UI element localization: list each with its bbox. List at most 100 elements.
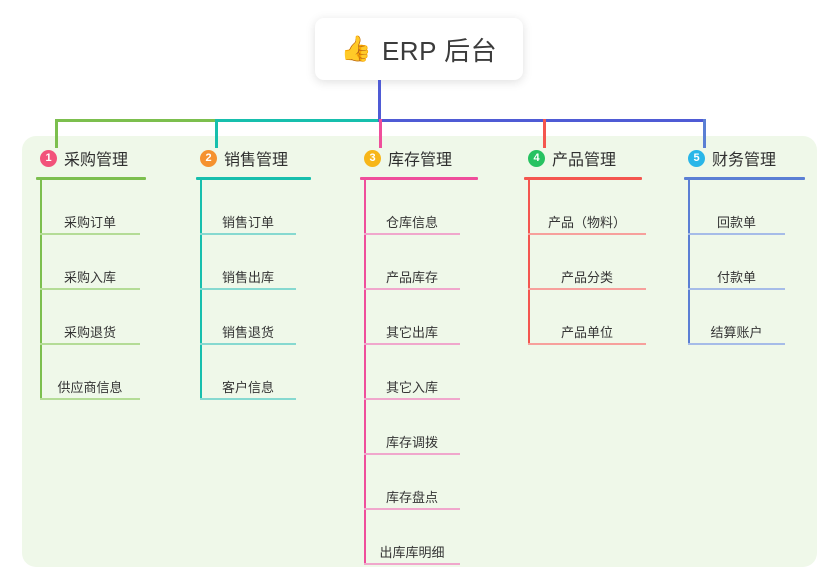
list-item[interactable]: 采购订单 xyxy=(40,180,140,235)
branch-title-4: 产品管理 xyxy=(552,152,617,169)
branch-item-label: 采购订单 xyxy=(63,215,116,230)
list-item[interactable]: 销售退货 xyxy=(200,290,296,345)
branch-item-label: 销售出库 xyxy=(221,270,274,285)
branch-item-label: 付款单 xyxy=(716,270,756,285)
branch-item-rule xyxy=(528,288,646,290)
branch-header-4[interactable]: 4 产品管理 xyxy=(524,146,642,170)
list-item[interactable]: 产品库存 xyxy=(364,235,460,290)
branch-item-label: 产品（物料） xyxy=(547,215,626,230)
list-item[interactable]: 产品分类 xyxy=(528,235,646,290)
branch-item-rule xyxy=(200,343,296,345)
branch-item-label: 产品分类 xyxy=(560,270,613,285)
list-item[interactable]: 出库库明细 xyxy=(364,510,460,565)
branch-badge-4: 4 xyxy=(528,149,545,167)
list-item[interactable]: 产品单位 xyxy=(528,290,646,345)
thumbs-up-icon: 👍 xyxy=(340,34,372,63)
branch-header-rule-3 xyxy=(360,177,478,180)
branch-item-rule xyxy=(40,398,140,400)
branch-item-rule xyxy=(364,398,460,400)
branch-item-label: 供应商信息 xyxy=(57,380,123,395)
branch-header-rule-2 xyxy=(196,177,311,180)
list-item[interactable]: 其它出库 xyxy=(364,290,460,345)
branch-header-rule-1 xyxy=(36,177,146,180)
branch-item-label: 其它出库 xyxy=(385,325,438,340)
branch-items-4: 产品（物料） 产品分类产品单位 xyxy=(524,180,646,345)
branch-item-label: 仓库信息 xyxy=(385,215,438,230)
list-item[interactable]: 采购入库 xyxy=(40,235,140,290)
branch-badge-5: 5 xyxy=(688,149,705,167)
branch-badge-3: 3 xyxy=(364,149,381,167)
branches-panel xyxy=(22,136,817,567)
branch-item-rule xyxy=(364,453,460,455)
branch-item-rule xyxy=(364,343,460,345)
list-item[interactable]: 仓库信息 xyxy=(364,180,460,235)
branch-item-rule xyxy=(200,398,296,400)
list-item[interactable]: 库存调拨 xyxy=(364,400,460,455)
connector-bar-segment-3 xyxy=(380,119,704,122)
connector-drop-5 xyxy=(703,119,706,148)
branch-item-rule xyxy=(40,288,140,290)
branch-item-label: 客户信息 xyxy=(221,380,274,395)
branch-item-label: 出库库明细 xyxy=(379,545,445,560)
branch-item-label: 其它入库 xyxy=(385,380,438,395)
branch-items-5: 回款单付款单结算账户 xyxy=(684,180,804,345)
list-item[interactable]: 销售出库 xyxy=(200,235,296,290)
list-item[interactable]: 库存盘点 xyxy=(364,455,460,510)
branch-title-3: 库存管理 xyxy=(388,152,453,169)
list-item[interactable]: 销售订单 xyxy=(200,180,296,235)
branch-header-3[interactable]: 3 库存管理 xyxy=(360,146,480,170)
root-node-erp-backend[interactable]: 👍 ERP 后台 xyxy=(315,18,523,80)
branch-item-label: 销售退货 xyxy=(221,325,274,340)
branch-item-label: 库存盘点 xyxy=(385,490,438,505)
connector-bar-segment-2 xyxy=(216,119,380,122)
connector-drop-1 xyxy=(55,119,58,148)
list-item[interactable]: 回款单 xyxy=(688,180,785,235)
connector-drop-4 xyxy=(543,119,546,148)
branch-column-采购管理: 1 采购管理采购订单采购入库采购退货供应商信息 xyxy=(36,146,146,400)
branch-items-1: 采购订单采购入库采购退货供应商信息 xyxy=(36,180,146,400)
branch-item-rule xyxy=(364,563,460,565)
branch-item-rule xyxy=(528,233,646,235)
list-item[interactable]: 供应商信息 xyxy=(40,345,140,400)
branch-item-rule xyxy=(688,233,785,235)
branch-header-5[interactable]: 5 财务管理 xyxy=(684,146,804,170)
branch-header-rule-4 xyxy=(524,177,642,180)
branch-badge-2: 2 xyxy=(200,149,217,167)
list-item[interactable]: 采购退货 xyxy=(40,290,140,345)
branch-column-库存管理: 3 库存管理仓库信息产品库存其它出库其它入库库存调拨库存盘点出库库明细 xyxy=(360,146,480,565)
branch-item-rule xyxy=(40,343,140,345)
branch-item-label: 产品库存 xyxy=(385,270,438,285)
branch-item-rule xyxy=(528,343,646,345)
root-node-title: ERP 后台 xyxy=(381,35,498,66)
branch-item-rule xyxy=(688,288,785,290)
branch-header-rule-5 xyxy=(684,177,805,180)
branch-title-5: 财务管理 xyxy=(712,152,777,169)
connector-bar-segment-1 xyxy=(56,119,216,122)
list-item[interactable]: 客户信息 xyxy=(200,345,296,400)
branch-item-rule xyxy=(688,343,785,345)
branch-title-1: 采购管理 xyxy=(64,152,129,169)
branch-item-label: 采购入库 xyxy=(63,270,116,285)
branch-header-1[interactable]: 1 采购管理 xyxy=(36,146,146,170)
branch-spine-3 xyxy=(364,180,366,565)
list-item[interactable]: 结算账户 xyxy=(688,290,785,345)
list-item[interactable]: 产品（物料） xyxy=(528,180,646,235)
branch-item-rule xyxy=(200,288,296,290)
connector-drop-3 xyxy=(379,119,382,148)
branch-badge-1: 1 xyxy=(40,149,57,167)
branch-item-label: 回款单 xyxy=(716,215,756,230)
branch-item-label: 产品单位 xyxy=(560,325,613,340)
branch-column-产品管理: 4 产品管理产品（物料） 产品分类产品单位 xyxy=(524,146,646,345)
branch-item-label: 采购退货 xyxy=(63,325,116,340)
list-item[interactable]: 其它入库 xyxy=(364,345,460,400)
branch-items-2: 销售订单销售出库销售退货客户信息 xyxy=(196,180,311,400)
connector-drop-2 xyxy=(215,119,218,148)
connector-trunk xyxy=(378,80,381,122)
branch-spine-1 xyxy=(40,180,42,400)
branch-item-rule xyxy=(40,233,140,235)
branch-item-label: 销售订单 xyxy=(221,215,274,230)
list-item[interactable]: 付款单 xyxy=(688,235,785,290)
